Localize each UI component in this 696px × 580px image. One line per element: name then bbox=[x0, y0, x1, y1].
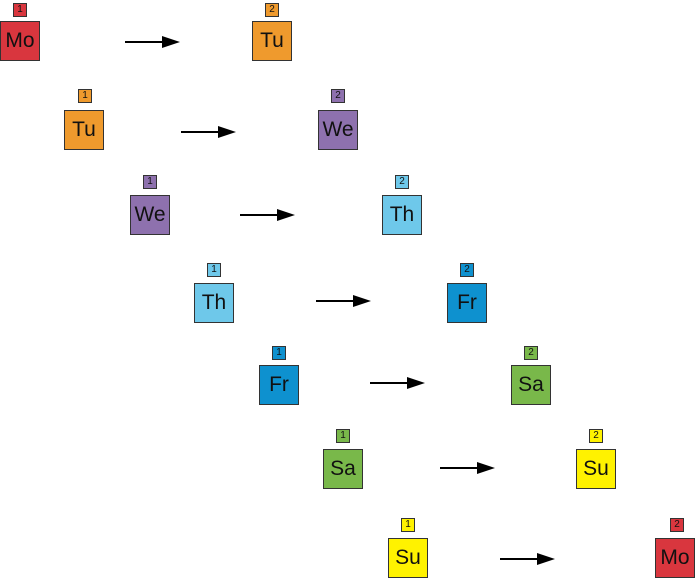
arrow-right-icon bbox=[240, 209, 295, 221]
from-day-box: Fr bbox=[259, 365, 299, 405]
from-index-tag: 1 bbox=[401, 518, 415, 532]
from-day-box: Sa bbox=[323, 449, 363, 489]
arrow-right-icon bbox=[125, 36, 180, 48]
arrow-right-icon bbox=[181, 126, 236, 138]
from-index-tag: 1 bbox=[207, 263, 221, 277]
from-day-box: Su bbox=[388, 538, 428, 578]
to-index-tag: 2 bbox=[460, 263, 474, 277]
from-index-tag: 1 bbox=[13, 3, 27, 17]
to-day-box: We bbox=[318, 110, 358, 150]
from-index-tag: 1 bbox=[272, 346, 286, 360]
to-day-box: Tu bbox=[252, 21, 292, 61]
to-index-tag: 2 bbox=[589, 429, 603, 443]
to-index-tag: 2 bbox=[395, 175, 409, 189]
to-day-box: Sa bbox=[511, 365, 551, 405]
to-index-tag: 2 bbox=[265, 3, 279, 17]
from-day-box: Th bbox=[194, 283, 234, 323]
arrow-right-icon bbox=[316, 295, 371, 307]
from-day-box: We bbox=[130, 195, 170, 235]
to-day-box: Mo bbox=[655, 538, 695, 578]
to-index-tag: 2 bbox=[524, 346, 538, 360]
to-index-tag: 2 bbox=[670, 518, 684, 532]
from-day-box: Mo bbox=[0, 21, 40, 61]
to-day-box: Fr bbox=[447, 283, 487, 323]
to-index-tag: 2 bbox=[331, 89, 345, 103]
arrow-right-icon bbox=[370, 377, 425, 389]
from-index-tag: 1 bbox=[143, 175, 157, 189]
arrow-right-icon bbox=[440, 462, 495, 474]
to-day-box: Su bbox=[576, 449, 616, 489]
to-day-box: Th bbox=[382, 195, 422, 235]
from-day-box: Tu bbox=[64, 110, 104, 150]
from-index-tag: 1 bbox=[78, 89, 92, 103]
from-index-tag: 1 bbox=[336, 429, 350, 443]
arrow-right-icon bbox=[500, 553, 555, 565]
